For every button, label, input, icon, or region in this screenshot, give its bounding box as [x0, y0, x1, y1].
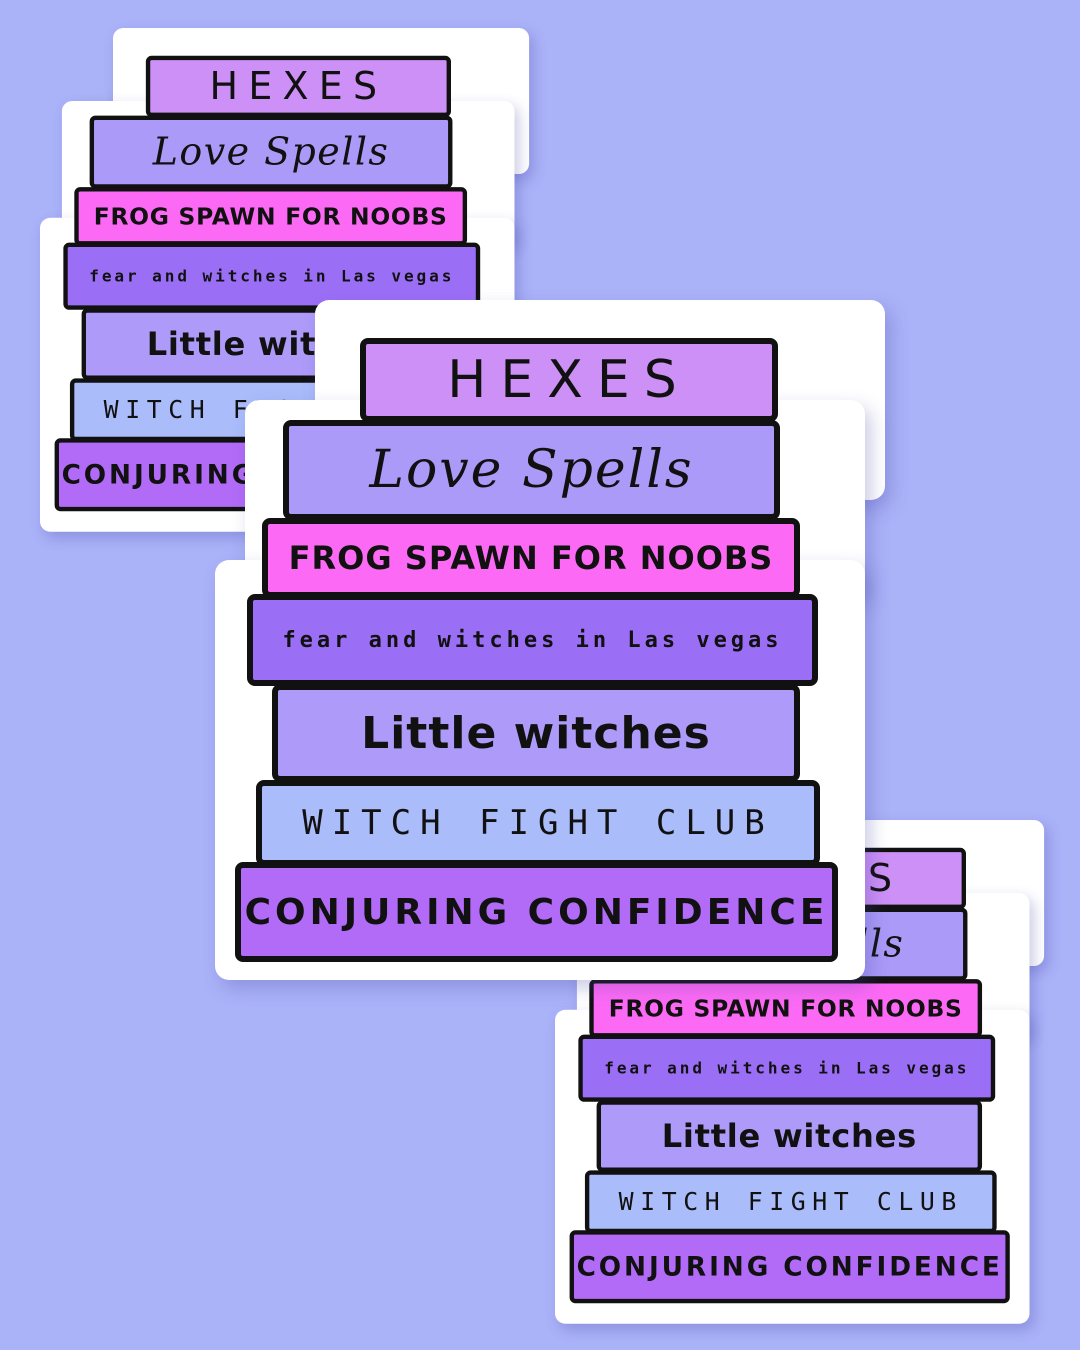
book-title: Little witches: [361, 707, 711, 759]
book-witch-fight-club: WITCH FIGHT CLUB: [256, 780, 820, 866]
book-title: fear and witches in Las vegas: [89, 267, 455, 286]
book-fear-and-witches: fear and witches in Las vegas: [247, 594, 818, 686]
book-title: FROG SPAWN FOR NOOBS: [608, 994, 963, 1023]
book-title: WITCH FIGHT CLUB: [618, 1187, 963, 1217]
book-fear-and-witches: fear and witches in Las vegas: [578, 1034, 996, 1102]
book-little-witches: Little witches: [272, 684, 800, 782]
book-frog-spawn: FROG SPAWN FOR NOOBS: [74, 187, 468, 246]
book-frog-spawn: FROG SPAWN FOR NOOBS: [589, 979, 983, 1038]
book-witch-fight-club: WITCH FIGHT CLUB: [584, 1170, 997, 1234]
book-title: Love Spells: [152, 130, 390, 174]
book-love-spells: Love Spells: [283, 420, 780, 520]
book-conjuring-confidence: CONJURING CONFIDENCE: [569, 1230, 1010, 1304]
book-title: Love Spells: [369, 440, 694, 500]
book-title: CONJURING CONFIDENCE: [244, 891, 829, 933]
book-title: Little witches: [661, 1117, 917, 1155]
book-little-witches: Little witches: [596, 1100, 983, 1172]
book-conjuring-confidence: CONJURING CONFIDENCE: [235, 862, 838, 962]
book-title: HEXES: [209, 64, 388, 109]
book-fear-and-witches: fear and witches in Las vegas: [63, 242, 481, 310]
book-title: fear and witches in Las vegas: [604, 1059, 970, 1078]
book-love-spells: Love Spells: [89, 115, 453, 189]
book-frog-spawn: FROG SPAWN FOR NOOBS: [262, 518, 800, 598]
book-title: CONJURING CONFIDENCE: [576, 1251, 1003, 1282]
book-hexes: HEXES: [145, 55, 451, 118]
book-title: WITCH FIGHT CLUB: [302, 803, 774, 843]
book-title: FROG SPAWN FOR NOOBS: [93, 202, 448, 231]
book-title: fear and witches in Las vegas: [282, 627, 783, 653]
book-title: FROG SPAWN FOR NOOBS: [288, 539, 774, 577]
sticker-center: HEXES Love Spells FROG SPAWN FOR NOOBS f…: [215, 300, 915, 1000]
book-hexes: HEXES: [360, 338, 778, 422]
book-title: HEXES: [447, 350, 691, 410]
